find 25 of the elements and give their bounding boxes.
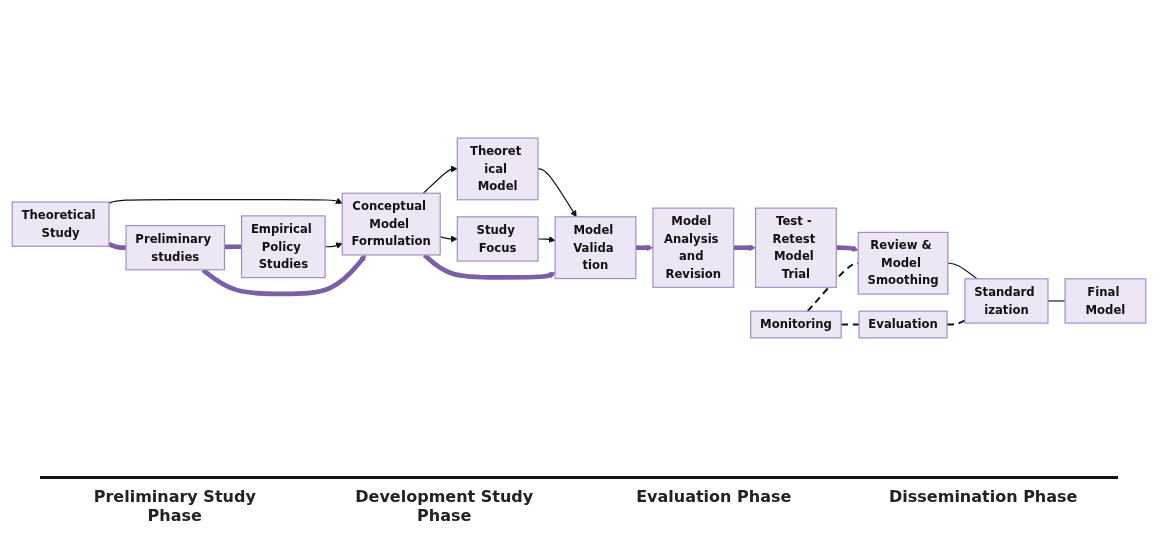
phase-label: Preliminary Study Phase xyxy=(92,487,257,525)
node-box: Model Analysis and Revision xyxy=(652,207,735,288)
node-box: Preliminary studies xyxy=(125,225,226,271)
node-box: Study Focus xyxy=(456,216,539,262)
phase-label: Evaluation Phase xyxy=(635,487,793,508)
arrow xyxy=(422,253,556,280)
node-box: Theoret ical Model xyxy=(456,137,539,201)
connector xyxy=(108,242,127,251)
phase-label: Development Study Phase xyxy=(354,487,535,525)
node-box: Model Valida tion xyxy=(554,216,637,280)
node-box: Theoretical Study xyxy=(11,201,110,247)
phase-label: Dissemination Phase xyxy=(888,487,1079,508)
node-box: Evaluation xyxy=(858,310,948,339)
connector xyxy=(947,262,978,280)
arrow xyxy=(201,254,367,297)
arrow xyxy=(108,197,343,204)
node-box: Test - Retest Model Trial xyxy=(755,207,837,288)
node-box: Monitoring xyxy=(750,310,842,339)
node-box: Standard ization xyxy=(964,278,1049,324)
node-box: Conceptual Model Formulation xyxy=(341,192,441,256)
node-box: Final Model xyxy=(1064,278,1147,324)
arrow xyxy=(422,165,458,194)
node-box: Review & Model Smoothing xyxy=(857,231,949,295)
arrow xyxy=(836,245,859,252)
node-box: Empirical Policy Studies xyxy=(241,215,326,279)
